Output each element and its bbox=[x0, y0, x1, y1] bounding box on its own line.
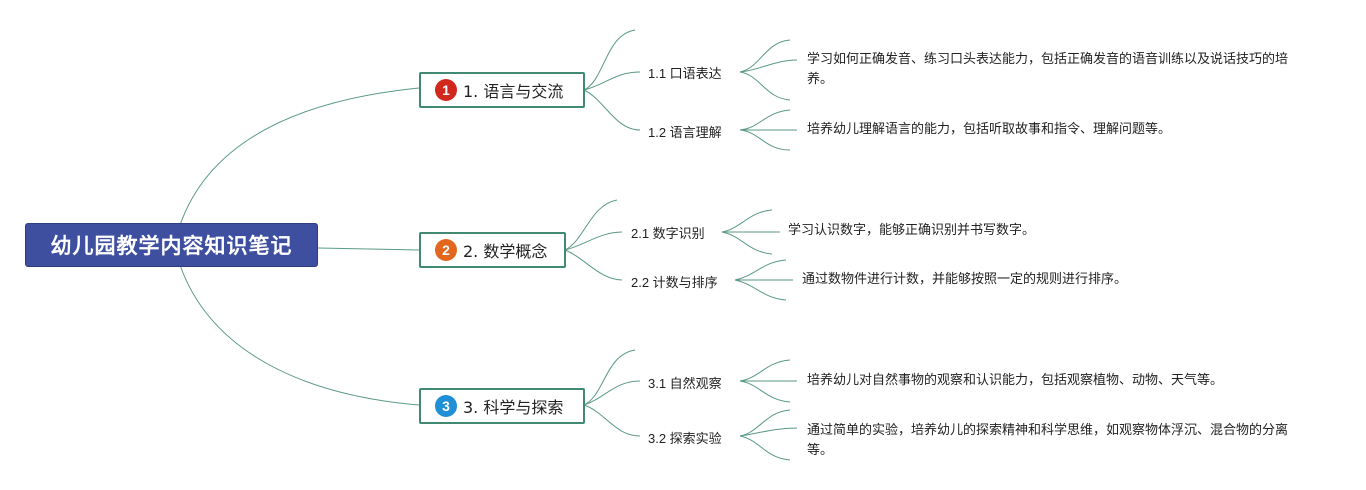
detail-exploration-experiment[interactable]: 通过简单的实验，培养幼儿的探索精神和科学思维，如观察物体浮沉、混合物的分离等。 bbox=[807, 423, 1289, 458]
detail-number-recognition[interactable]: 学习认识数字，能够正确识别并书写数字。 bbox=[788, 223, 1036, 238]
link-2-2-spare-bottom bbox=[734, 279, 787, 301]
subtopic-nature-observation[interactable]: 3.1 自然观察 bbox=[648, 376, 722, 391]
link-branch-3-spare-top bbox=[583, 349, 636, 406]
main-topic-language[interactable]: 1 1. 语言与交流 bbox=[419, 72, 585, 108]
link-branch-1-spare-top bbox=[583, 29, 636, 91]
link-root-branch-2 bbox=[317, 247, 420, 251]
root-topic[interactable]: 幼儿园教学内容知识笔记 bbox=[25, 223, 318, 267]
number-1-badge-icon: 1 bbox=[435, 79, 457, 101]
link-3-2-spare-top bbox=[739, 409, 791, 437]
link-2-1-spare-top bbox=[721, 209, 773, 233]
link-root-branch-3 bbox=[179, 264, 420, 406]
main-topic-science[interactable]: 3 3. 科学与探索 bbox=[419, 388, 585, 424]
number-2-badge-icon: 2 bbox=[435, 239, 457, 261]
link-branch-1-child-1 bbox=[583, 71, 641, 91]
link-branch-3-child-2 bbox=[583, 404, 641, 437]
link-1-2-spare-bottom bbox=[739, 129, 791, 151]
link-3-2-detail bbox=[739, 427, 798, 437]
detail-language-comprehension[interactable]: 培养幼儿理解语言的能力，包括听取故事和指令、理解问题等。 bbox=[807, 122, 1172, 137]
link-branch-1-child-2 bbox=[583, 89, 641, 131]
subtopic-oral-expression[interactable]: 1.1 口语表达 bbox=[648, 66, 722, 81]
link-branch-3-child-1 bbox=[583, 380, 641, 406]
link-1-1-spare-bottom bbox=[739, 71, 791, 101]
main-topic-math[interactable]: 2 2. 数学概念 bbox=[419, 232, 566, 268]
link-3-1-spare-top bbox=[739, 359, 791, 382]
subtopic-language-comprehension[interactable]: 1.2 语言理解 bbox=[648, 125, 722, 140]
link-1-1-detail bbox=[739, 59, 798, 73]
link-2-2-spare-top bbox=[734, 259, 787, 281]
main-topic-label: 2. 数学概念 bbox=[463, 242, 548, 261]
subtopic-exploration-experiment[interactable]: 3.2 探索实验 bbox=[648, 431, 722, 446]
main-topic-label: 1. 语言与交流 bbox=[463, 82, 564, 101]
main-topic-label: 3. 科学与探索 bbox=[463, 398, 564, 417]
detail-counting-sorting[interactable]: 通过数物件进行计数，并能够按照一定的规则进行排序。 bbox=[802, 272, 1128, 287]
subtopic-counting-sorting[interactable]: 2.2 计数与排序 bbox=[631, 275, 718, 290]
detail-nature-observation[interactable]: 培养幼儿对自然事物的观察和认识能力，包括观察植物、动物、天气等。 bbox=[807, 373, 1224, 388]
link-branch-2-child-1 bbox=[564, 231, 623, 251]
link-branch-2-child-2 bbox=[564, 249, 623, 281]
link-root-branch-1 bbox=[179, 87, 420, 226]
link-3-1-spare-bottom bbox=[739, 380, 791, 403]
link-2-1-spare-bottom bbox=[721, 231, 773, 255]
number-3-badge-icon: 3 bbox=[435, 395, 457, 417]
link-1-2-spare-top bbox=[739, 109, 791, 131]
subtopic-number-recognition[interactable]: 2.1 数字识别 bbox=[631, 226, 705, 241]
link-1-1-spare-top bbox=[739, 39, 791, 73]
link-branch-2-spare-top bbox=[564, 199, 618, 251]
link-3-2-spare-bottom bbox=[739, 435, 791, 461]
root-topic-title: 幼儿园教学内容知识笔记 bbox=[50, 234, 293, 258]
detail-oral-expression[interactable]: 学习如何正确发音、练习口头表达能力，包括正确发音的语音训练以及说话技巧的培养。 bbox=[807, 52, 1289, 87]
